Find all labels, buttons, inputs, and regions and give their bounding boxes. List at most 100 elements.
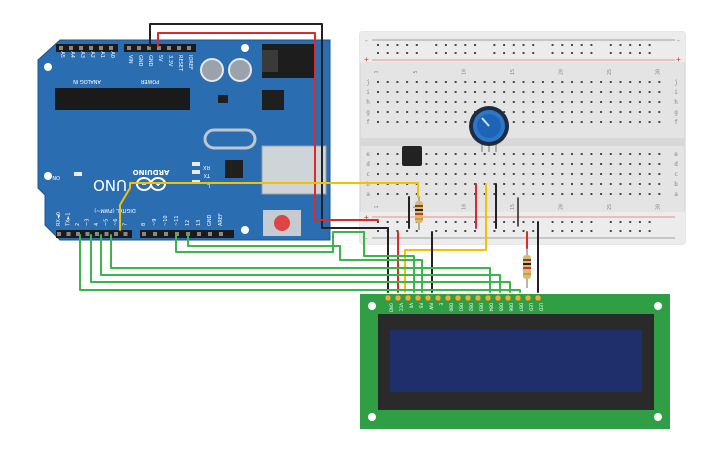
breadboard-hole[interactable] — [541, 81, 544, 83]
breadboard-hole[interactable] — [444, 111, 447, 113]
breadboard-hole[interactable] — [638, 183, 641, 185]
breadboard-hole[interactable] — [532, 81, 535, 83]
breadboard-hole[interactable] — [658, 121, 661, 123]
breadboard-hole[interactable] — [619, 121, 622, 123]
breadboard-hole[interactable] — [444, 173, 447, 175]
breadboard-hole[interactable] — [396, 111, 399, 113]
digital-header-pin[interactable] — [208, 232, 212, 236]
breadboard-hole[interactable] — [425, 193, 428, 195]
breadboard-hole[interactable] — [590, 163, 593, 165]
breadboard-hole[interactable] — [619, 183, 622, 185]
breadboard-hole[interactable] — [406, 81, 409, 83]
breadboard-hole[interactable] — [561, 111, 564, 113]
breadboard-hole[interactable] — [551, 183, 554, 185]
breadboard-hole[interactable] — [648, 153, 651, 155]
rail-hole[interactable] — [396, 52, 399, 54]
rail-hole[interactable] — [396, 230, 399, 232]
breadboard-hole[interactable] — [435, 173, 438, 175]
breadboard-hole[interactable] — [571, 111, 573, 113]
breadboard-hole[interactable] — [648, 173, 651, 175]
rail-hole[interactable] — [561, 230, 564, 232]
rail-hole[interactable] — [561, 44, 564, 46]
breadboard-hole[interactable] — [609, 183, 612, 185]
rail-hole[interactable] — [512, 221, 515, 223]
header-pin[interactable] — [127, 46, 131, 50]
rail-hole[interactable] — [648, 52, 651, 54]
breadboard-hole[interactable] — [600, 173, 603, 175]
rail-hole[interactable] — [493, 52, 496, 54]
breadboard-hole[interactable] — [561, 121, 564, 123]
breadboard-hole[interactable] — [609, 153, 612, 155]
digital-header-pin[interactable] — [57, 232, 61, 236]
breadboard-hole[interactable] — [493, 101, 496, 103]
rail-hole[interactable] — [377, 221, 379, 223]
breadboard-hole[interactable] — [619, 163, 622, 165]
lcd-pin[interactable] — [514, 294, 522, 302]
breadboard-hole[interactable] — [406, 101, 409, 103]
breadboard-hole[interactable] — [619, 111, 622, 113]
breadboard-hole[interactable] — [658, 111, 661, 113]
breadboard-hole[interactable] — [638, 163, 641, 165]
breadboard-hole[interactable] — [425, 183, 428, 185]
breadboard-hole[interactable] — [425, 101, 428, 103]
breadboard-hole[interactable] — [629, 121, 632, 123]
breadboard-hole[interactable] — [377, 111, 379, 113]
lcd-pin[interactable] — [394, 294, 402, 302]
breadboard-hole[interactable] — [541, 193, 544, 195]
rail-hole[interactable] — [454, 52, 457, 54]
rail-hole[interactable] — [512, 230, 515, 232]
rail-hole[interactable] — [493, 221, 496, 223]
digital-header-pin[interactable] — [164, 232, 168, 236]
breadboard-hole[interactable] — [561, 81, 564, 83]
breadboard-hole[interactable] — [609, 121, 612, 123]
breadboard-hole[interactable] — [386, 163, 389, 165]
breadboard-hole[interactable] — [638, 153, 641, 155]
breadboard-hole[interactable] — [464, 173, 467, 175]
lcd-pin[interactable] — [414, 294, 422, 302]
digital-header-pin[interactable] — [76, 232, 80, 236]
lcd-pin[interactable] — [504, 294, 512, 302]
rail-hole[interactable] — [609, 44, 612, 46]
breadboard-hole[interactable] — [629, 163, 632, 165]
breadboard-hole[interactable] — [503, 111, 506, 113]
breadboard-hole[interactable] — [454, 153, 457, 155]
breadboard-hole[interactable] — [580, 183, 583, 185]
breadboard-hole[interactable] — [435, 91, 438, 93]
breadboard-hole[interactable] — [648, 193, 651, 195]
rail-hole[interactable] — [512, 52, 515, 54]
breadboard-hole[interactable] — [600, 183, 603, 185]
breadboard-hole[interactable] — [454, 101, 457, 103]
wire-green-pin4[interactable] — [100, 234, 501, 293]
breadboard-hole[interactable] — [435, 183, 438, 185]
breadboard-hole[interactable] — [474, 101, 476, 103]
breadboard-hole[interactable] — [551, 173, 554, 175]
rail-hole[interactable] — [638, 52, 641, 54]
ic-chip[interactable] — [402, 146, 422, 166]
breadboard-hole[interactable] — [464, 193, 467, 195]
rail-hole[interactable] — [571, 230, 573, 232]
breadboard-hole[interactable] — [580, 193, 583, 195]
lcd-pin[interactable] — [534, 294, 542, 302]
rail-hole[interactable] — [503, 44, 506, 46]
breadboard-hole[interactable] — [474, 81, 476, 83]
breadboard-hole[interactable] — [629, 91, 632, 93]
breadboard-hole[interactable] — [512, 81, 515, 83]
lcd-pin[interactable] — [444, 294, 452, 302]
breadboard-hole[interactable] — [415, 121, 418, 123]
breadboard-hole[interactable] — [629, 81, 632, 83]
breadboard-hole[interactable] — [590, 183, 593, 185]
breadboard-hole[interactable] — [512, 121, 515, 123]
breadboard-hole[interactable] — [425, 153, 428, 155]
rail-hole[interactable] — [435, 221, 438, 223]
breadboard-hole[interactable] — [648, 111, 651, 113]
breadboard-hole[interactable] — [425, 173, 428, 175]
breadboard-hole[interactable] — [406, 91, 409, 93]
breadboard-hole[interactable] — [483, 81, 486, 83]
rail-hole[interactable] — [464, 221, 467, 223]
wire-yellow-pin7[interactable] — [119, 182, 419, 231]
breadboard-hole[interactable] — [415, 193, 418, 195]
rail-hole[interactable] — [590, 230, 593, 232]
breadboard-hole[interactable] — [415, 91, 418, 93]
digital-header-pin[interactable] — [175, 232, 179, 236]
